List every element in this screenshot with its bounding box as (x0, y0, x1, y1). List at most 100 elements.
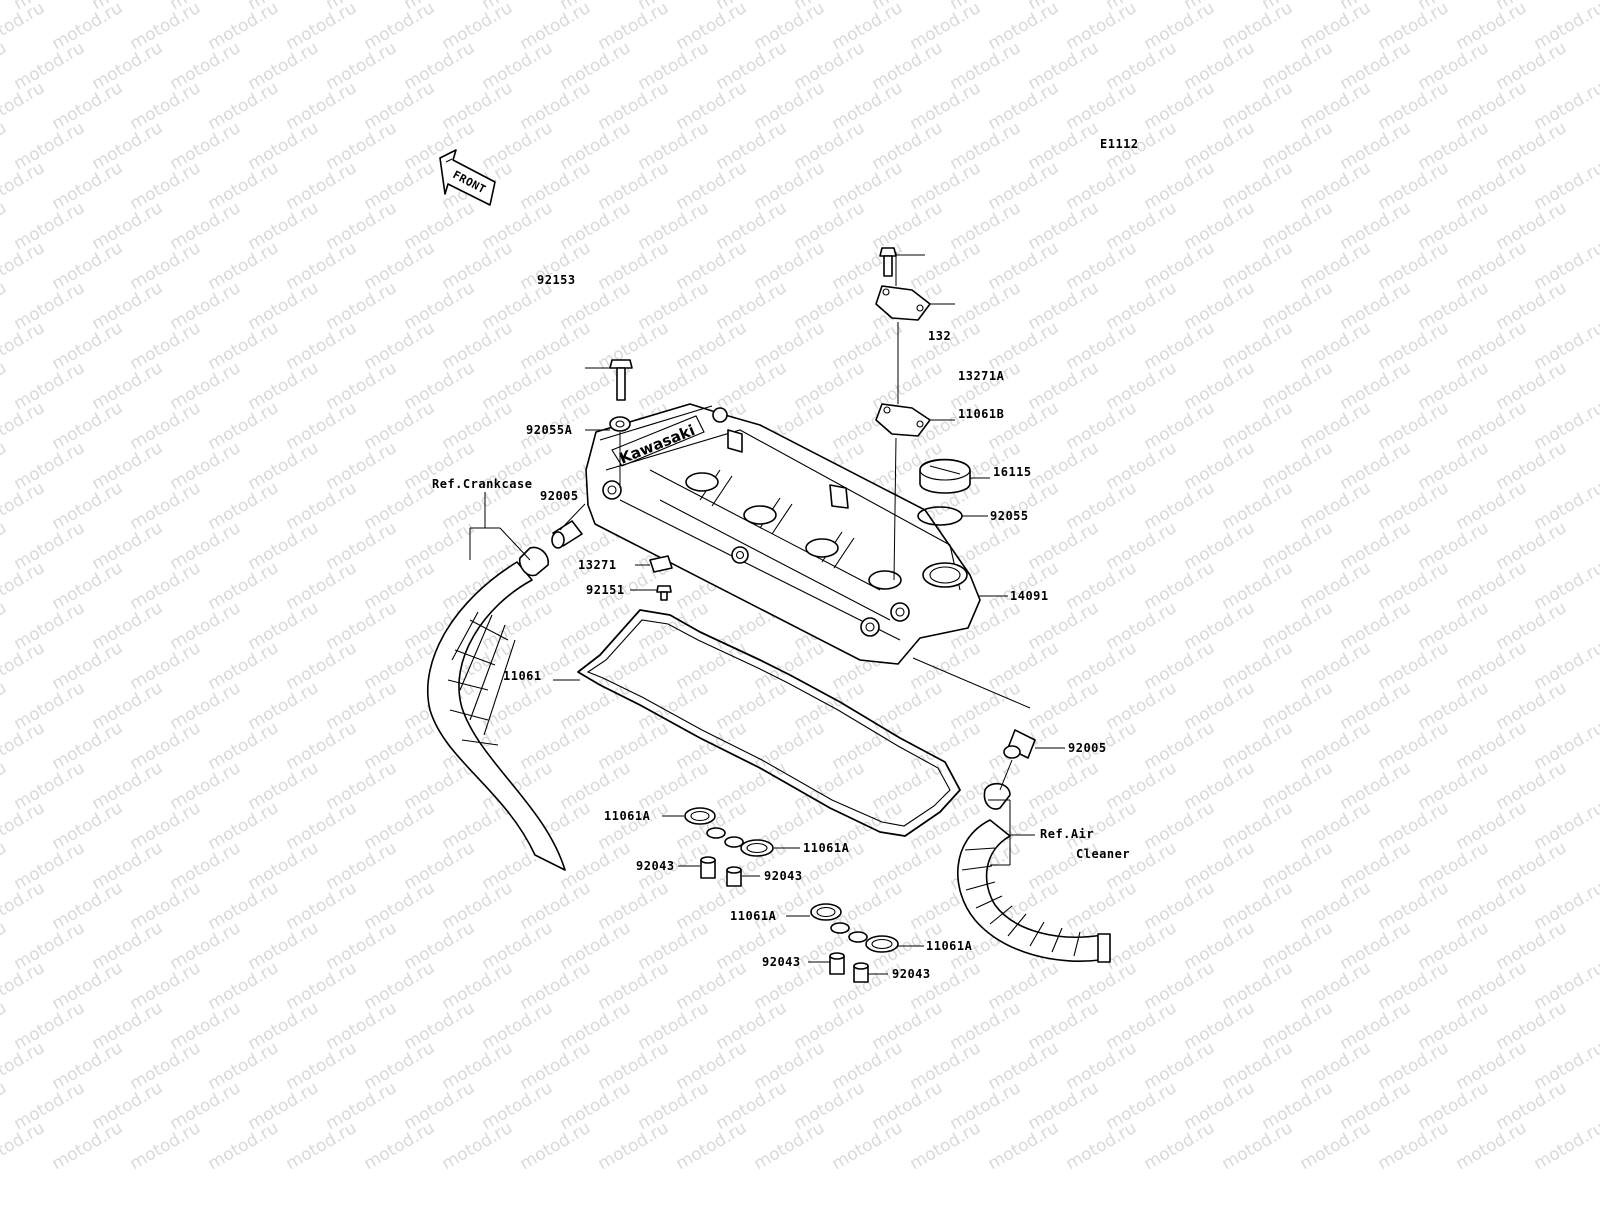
watermark-text: motod.ru (713, 118, 791, 174)
watermark-text: motod.ru (361, 158, 439, 214)
watermark-text: motod.ru (439, 398, 517, 454)
watermark-text: motod.ru (1493, 838, 1571, 894)
watermark-text: motod.ru (1531, 158, 1600, 214)
watermark-text: motod.ru (439, 318, 517, 374)
watermark-text: motod.ru (245, 678, 323, 734)
watermark-text: motod.ru (1375, 318, 1453, 374)
watermark-text: motod.ru (1415, 518, 1493, 574)
watermark-text: motod.ru (439, 0, 517, 54)
ref-air-line2: Cleaner (1076, 847, 1130, 861)
watermark-text: motod.ru (869, 198, 947, 254)
watermark-text: motod.ru (167, 118, 245, 174)
watermark-text: motod.ru (1453, 878, 1531, 934)
label-92005-right: 92005 (1068, 741, 1107, 755)
watermark-text: motod.ru (245, 918, 323, 974)
watermark-text: motod.ru (245, 998, 323, 1054)
watermark-text: motod.ru (673, 958, 751, 1014)
watermark-text: motod.ru (0, 0, 10, 14)
watermark-text: motod.ru (1375, 158, 1453, 214)
watermark-text: motod.ru (517, 0, 595, 54)
watermark-text: motod.ru (49, 558, 127, 614)
watermark-text: motod.ru (907, 1038, 985, 1094)
watermark-text: motod.ru (985, 1118, 1063, 1174)
watermark-text: motod.ru (1063, 318, 1141, 374)
watermark-text: motod.ru (1063, 558, 1141, 614)
watermark-text: motod.ru (1415, 38, 1493, 94)
watermark-text: motod.ru (791, 358, 869, 414)
watermark-text: motod.ru (1297, 798, 1375, 854)
watermark-text: motod.ru (1103, 678, 1181, 734)
watermark-text: motod.ru (167, 198, 245, 254)
watermark-text: motod.ru (89, 758, 167, 814)
watermark-text: motod.ru (869, 118, 947, 174)
label-132: 132 (928, 329, 951, 343)
watermark-text: motod.ru (829, 1118, 907, 1174)
watermark-text: motod.ru (205, 638, 283, 694)
watermark-text: motod.ru (1259, 998, 1337, 1054)
watermark-text: motod.ru (1063, 238, 1141, 294)
watermark-text: motod.ru (1219, 158, 1297, 214)
watermark-text: motod.ru (1219, 638, 1297, 694)
watermark-text: motod.ru (0, 558, 48, 614)
watermark-text: motod.ru (1453, 1038, 1531, 1094)
watermark-text: motod.ru (1103, 438, 1181, 494)
watermark-text: motod.ru (947, 1078, 1025, 1134)
watermark-text: motod.ru (283, 638, 361, 694)
label-11061A-4: 11061A (926, 939, 973, 953)
watermark-text: motod.ru (557, 998, 635, 1054)
watermark-text: motod.ru (167, 998, 245, 1054)
seal-11061A-2b (741, 840, 773, 856)
seal-11061A-4b (866, 936, 898, 952)
watermark-text: motod.ru (323, 38, 401, 94)
watermark-text: motod.ru (205, 958, 283, 1014)
watermark-text: motod.ru (323, 518, 401, 574)
watermark-text: motod.ru (1259, 438, 1337, 494)
watermark-text: motod.ru (1297, 238, 1375, 294)
watermark-text: motod.ru (907, 318, 985, 374)
watermark-text: motod.ru (1337, 38, 1415, 94)
watermark-text: motod.ru (1259, 118, 1337, 174)
watermark-text: motod.ru (1219, 78, 1297, 134)
label-11061A-2: 11061A (803, 841, 850, 855)
watermark-text: motod.ru (127, 1118, 205, 1174)
watermark-text: motod.ru (1063, 158, 1141, 214)
watermark-text: motod.ru (985, 78, 1063, 134)
watermark-text: motod.ru (283, 718, 361, 774)
watermark-text: motod.ru (985, 238, 1063, 294)
watermark-text: motod.ru (89, 678, 167, 734)
watermark-text: motod.ru (283, 0, 361, 54)
watermark-text: motod.ru (595, 78, 673, 134)
watermark-text: motod.ru (791, 38, 869, 94)
watermark-text: motod.ru (1259, 1078, 1337, 1134)
watermark-text: motod.ru (1181, 518, 1259, 574)
watermark-text: motod.ru (361, 1118, 439, 1174)
watermark-text: motod.ru (283, 558, 361, 614)
watermark-text: motod.ru (0, 358, 10, 414)
watermark-text: motod.ru (127, 0, 205, 54)
watermark-text: motod.ru (1297, 878, 1375, 934)
watermark-text: motod.ru (0, 398, 48, 454)
watermark-text: motod.ru (673, 1038, 751, 1094)
watermark-text: motod.ru (1297, 638, 1375, 694)
watermark-text: motod.ru (791, 998, 869, 1054)
watermark-text: motod.ru (713, 758, 791, 814)
watermark-text: motod.ru (1181, 1078, 1259, 1134)
watermark-text: motod.ru (283, 478, 361, 534)
watermark-text: motod.ru (673, 1118, 751, 1174)
watermark-text: motod.ru (0, 638, 48, 694)
watermark-text: motod.ru (947, 278, 1025, 334)
watermark-text: motod.ru (439, 878, 517, 934)
watermark-text: motod.ru (361, 318, 439, 374)
watermark-text: motod.ru (1025, 678, 1103, 734)
watermark-text: motod.ru (1297, 1118, 1375, 1174)
watermark-text: motod.ru (1219, 1038, 1297, 1094)
watermark-text: motod.ru (985, 958, 1063, 1014)
watermark-text: motod.ru (1103, 998, 1181, 1054)
watermark-text: motod.ru (1375, 558, 1453, 614)
watermark-text: motod.ru (517, 1118, 595, 1174)
watermark-text: motod.ru (49, 318, 127, 374)
watermark-text: motod.ru (361, 958, 439, 1014)
watermark-text: motod.ru (479, 358, 557, 414)
watermark-text: motod.ru (557, 758, 635, 814)
watermark-text: motod.ru (557, 38, 635, 94)
